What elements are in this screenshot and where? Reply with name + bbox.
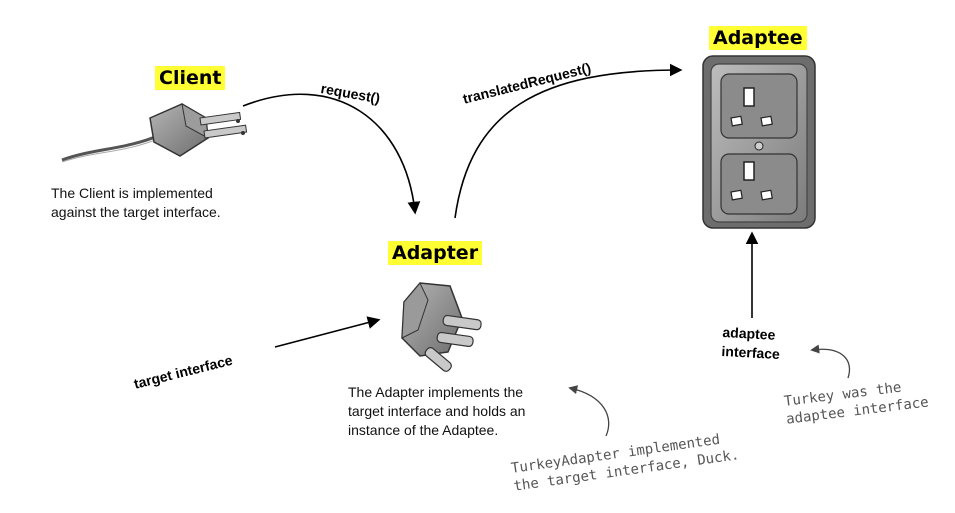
turkey-adapter-note-arrow bbox=[568, 385, 610, 437]
client-title: Client bbox=[155, 66, 226, 90]
translated-request-arrow bbox=[454, 63, 683, 219]
adaptee-title: Adaptee bbox=[709, 26, 807, 50]
adapter-description-line-2: target interface and holds an bbox=[348, 403, 526, 419]
adaptee-outlet-icon bbox=[702, 55, 816, 229]
adapter-title: Adapter bbox=[388, 241, 483, 265]
adapter-description-line-1: The Adapter implements the bbox=[348, 384, 524, 400]
adapter-description: The Adapter implements the target interf… bbox=[348, 383, 525, 440]
turkey-note-arrow bbox=[810, 344, 850, 379]
request-arrow bbox=[242, 93, 421, 215]
client-description-line-2: against the target interface. bbox=[51, 204, 221, 220]
adapter-description-line-3: instance of the Adaptee. bbox=[348, 422, 499, 438]
adaptee-interface-label-line-2: interface bbox=[721, 342, 781, 363]
adapter-plug-icon bbox=[401, 282, 482, 372]
client-plug-icon bbox=[61, 103, 248, 163]
client-description: The Client is implemented against the ta… bbox=[51, 184, 221, 222]
client-description-line-1: The Client is implemented bbox=[51, 185, 213, 201]
target-interface-arrow bbox=[274, 316, 381, 348]
adaptee-interface-label: adaptee interface bbox=[721, 323, 781, 364]
